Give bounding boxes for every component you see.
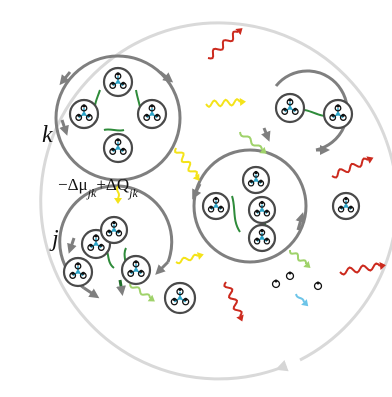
free-bead-icon — [313, 281, 323, 291]
free-bead-icon — [285, 271, 295, 281]
molecular-unit-icon — [247, 195, 277, 225]
molecular-unit-icon — [62, 256, 94, 288]
wavy-flow-arrow-icon — [339, 262, 386, 276]
wavy-flow-arrow-icon — [239, 131, 267, 154]
molecular-unit-icon — [68, 98, 100, 130]
wavy-flow-arrow-icon — [205, 97, 246, 109]
wavy-flow-arrow-icon — [223, 281, 244, 322]
cycle-arrow-icon — [155, 260, 170, 275]
label-delta-mu: −Δμ — [58, 175, 88, 194]
cycle-arrow-icon — [83, 286, 100, 299]
energy-label: −Δμjk+ΔQjk — [58, 175, 138, 200]
wavy-flow-arrow-icon — [174, 147, 200, 181]
wavy-flow-arrow-icon — [331, 156, 374, 179]
molecular-unit-icon — [99, 215, 129, 245]
cycle-arrow-icon — [295, 212, 306, 231]
molecular-unit-icon — [274, 92, 306, 124]
cycle-arrow-icon — [59, 71, 72, 86]
flow-arrows — [114, 28, 386, 322]
label-j: j — [49, 226, 59, 252]
molecular-unit-icon — [120, 254, 152, 286]
label-k: k — [42, 122, 53, 148]
bond-line — [116, 279, 126, 296]
label-q-subscript: jk — [127, 186, 138, 200]
molecular-unit-icon — [102, 66, 134, 98]
bond-line — [231, 195, 241, 233]
molecular-unit-icon — [241, 165, 271, 195]
cycle-arrow-icon — [192, 183, 202, 200]
molecular-unit-icon — [247, 223, 277, 253]
bond-line — [103, 128, 125, 132]
wavy-flow-arrow-icon — [289, 249, 311, 268]
wavy-flow-arrow-icon — [295, 293, 309, 307]
compartment-middle-ring — [192, 148, 308, 264]
cycle-arrow-icon — [67, 237, 77, 254]
wavy-flow-arrow-icon — [129, 283, 155, 302]
compartment-top-right-ring — [274, 69, 349, 152]
label-mu-subscript: jk — [86, 186, 97, 200]
compartment-k — [54, 54, 182, 182]
molecular-unit-icon — [136, 98, 168, 130]
compartment-k-ring — [54, 54, 182, 182]
molecular-unit-icon — [102, 132, 134, 164]
molecular-unit-icon — [331, 191, 361, 221]
wavy-flow-arrow-icon — [114, 185, 122, 204]
cycle-arrow-icon — [159, 70, 174, 83]
wavy-flow-arrow-icon — [175, 252, 204, 265]
cycle-arrow-icon — [59, 119, 69, 136]
molecular-units — [62, 66, 361, 315]
cycle-arrow-icon — [261, 127, 271, 142]
molecular-unit-icon — [322, 98, 354, 130]
label-delta-q: +ΔQ — [96, 175, 129, 194]
compartment-j-ring — [58, 184, 174, 290]
molecular-unit-icon — [201, 191, 231, 221]
wavy-flow-arrow-icon — [207, 28, 243, 60]
compartment-j — [58, 184, 174, 299]
molecular-unit-icon — [163, 281, 197, 315]
free-bead-icon — [271, 279, 281, 289]
